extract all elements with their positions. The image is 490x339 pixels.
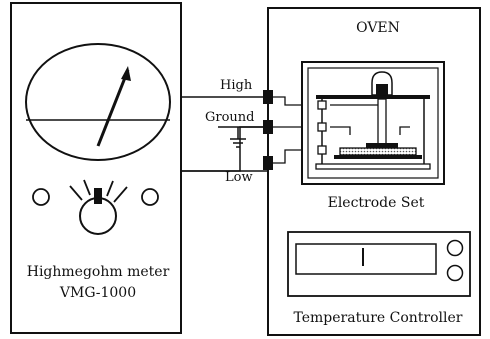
- electrode-set-caption: Electrode Set: [328, 195, 425, 211]
- knob-pointer: [94, 188, 102, 204]
- electrode-base: [315, 163, 431, 170]
- knob-tick-1: [69, 185, 83, 201]
- temperature-controller-caption: Temperature Controller: [293, 310, 462, 326]
- controller-display: [295, 243, 437, 275]
- sample-specimen: [339, 147, 417, 156]
- oven-title: OVEN: [356, 20, 400, 36]
- low-feedthrough: [263, 156, 273, 170]
- guard-lead-left: [330, 126, 351, 135]
- top-electrode: [366, 143, 398, 148]
- left-indicator-lamp: [32, 188, 50, 206]
- dome-band: [376, 84, 388, 95]
- high-feedthrough: [263, 90, 273, 104]
- low-cable: [181, 126, 268, 172]
- bottom-electrode: [334, 155, 422, 159]
- low-connector: [317, 145, 327, 155]
- oven: OVEN: [263, 7, 481, 336]
- knob-tick-3: [106, 180, 114, 197]
- temperature-controller: [287, 231, 471, 297]
- low-terminal-label: Low: [225, 170, 253, 185]
- knob-tick-4: [113, 186, 128, 203]
- meter-name-line1: Highmegohm meter: [27, 264, 170, 280]
- high-connector: [317, 100, 327, 110]
- electrode-set: [301, 61, 445, 185]
- controller-upper-button[interactable]: [446, 239, 464, 257]
- meter-dial: [25, 43, 171, 161]
- needle-arrow-head: [121, 66, 131, 81]
- meter-needle: [96, 69, 130, 147]
- meter-name-line2: VMG-1000: [59, 285, 136, 301]
- ground-connector: [317, 122, 327, 132]
- ground-terminal-label: Ground: [205, 110, 255, 125]
- controller-lower-button[interactable]: [446, 264, 464, 282]
- ground-feedthrough: [263, 120, 273, 134]
- highmegohm-meter: Highmegohm meter VMG-1000: [10, 2, 182, 334]
- cables: [181, 96, 268, 172]
- ground-symbol: [230, 138, 246, 148]
- top-plate: [316, 95, 430, 99]
- range-selector-knob[interactable]: [69, 179, 128, 235]
- high-terminal-label: High: [220, 78, 253, 93]
- central-rod: [377, 98, 387, 148]
- right-indicator-lamp: [141, 188, 159, 206]
- guard-lead-right: [399, 126, 410, 135]
- knob-tick-2: [83, 179, 91, 196]
